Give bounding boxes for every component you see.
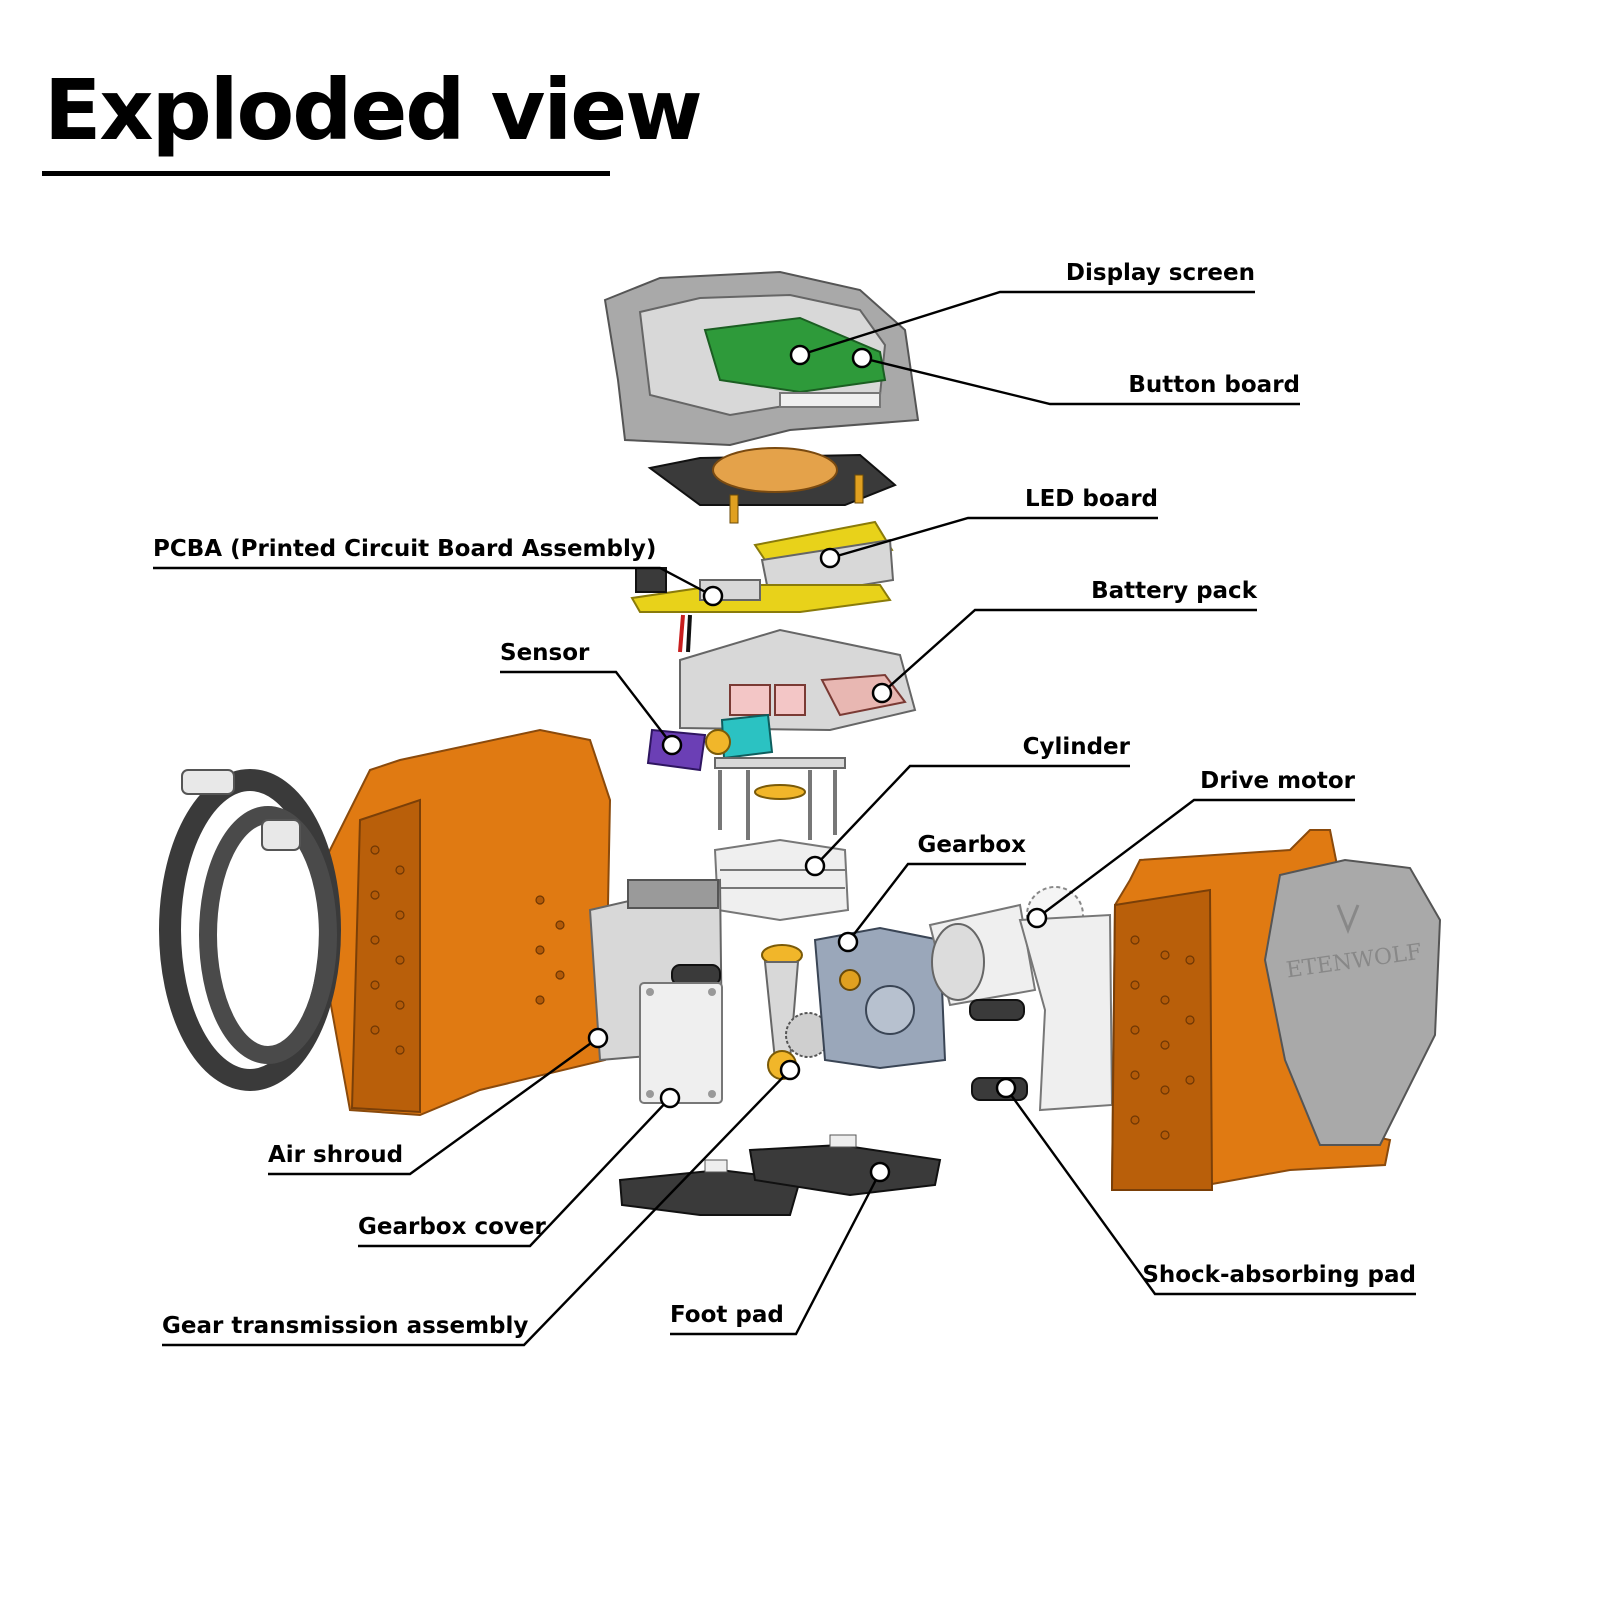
leader-battery-pack [881,608,1257,694]
callout-dot-gearbox [837,931,859,953]
callout-dot-sensor [661,734,683,756]
right-frame: ETENWOLF [1110,829,1442,1192]
part-labels: Display screen Button board LED board PC… [153,260,1416,1339]
label-foot-pad: Foot pad [670,1302,784,1328]
callout-dot-shock-pad [995,1077,1017,1099]
label-pcba: PCBA (Printed Circuit Board Assembly) [153,536,656,562]
foot-pads [618,1134,942,1216]
right-frame-holes [1130,935,1195,1140]
page-title: Exploded view [44,61,703,159]
leader-gearbox [847,862,1026,943]
label-shock-pad: Shock-absorbing pad [1142,1262,1416,1288]
right-shield [1263,858,1442,1146]
title-underline [42,171,610,176]
label-gear-transmission: Gear transmission assembly [162,1313,528,1339]
label-gearbox: Gearbox [918,832,1027,858]
leader-foot-pad [670,1171,882,1336]
leader-pcba [153,566,714,598]
callout-dot-button-board [851,347,873,369]
leader-display-screen [799,290,1255,357]
leader-cylinder [814,764,1130,867]
callout-dot-cylinder [804,855,826,877]
leader-button-board [861,356,1300,406]
leader-drive-motor [1036,798,1355,919]
left-frame [323,728,612,1117]
label-display-screen: Display screen [1066,260,1255,286]
callout-dot-gearbox-cover [659,1087,681,1109]
pcba-part [630,567,892,653]
leader-air-shroud [268,1037,599,1176]
leader-lines [153,290,1416,1347]
sensor-part [646,713,774,772]
leader-sensor [500,670,673,746]
leader-shock-pad [1005,1087,1416,1296]
label-battery-pack: Battery pack [1091,578,1258,604]
air-hose [159,769,341,1091]
callout-dot-foot-pad [869,1161,891,1183]
label-cylinder: Cylinder [1023,734,1131,760]
label-button-board: Button board [1128,372,1300,398]
callout-dot-air-shroud [587,1027,609,1049]
callout-dots [587,344,1048,1183]
gearbox-cover-part [639,982,723,1104]
cylinder-part [713,757,850,922]
label-air-shroud: Air shroud [268,1142,403,1168]
leader-gear-transmission [162,1069,791,1347]
label-led-board: LED board [1025,486,1158,512]
callout-dot-drive-motor [1026,907,1048,929]
callout-dot-pcba [702,585,724,607]
leader-gearbox-cover [358,1097,671,1248]
callout-dot-display-screen [789,344,811,366]
battery-pack-part [679,628,917,732]
label-gearbox-cover: Gearbox cover [358,1214,546,1240]
left-frame-holes [370,845,565,1055]
display-base-plate [647,447,897,524]
callout-dot-battery-pack [871,682,893,704]
callout-dot-gear-transmission [779,1059,801,1081]
gearbox-part [813,926,947,1070]
label-sensor: Sensor [500,640,590,666]
leader-led-board [829,516,1158,560]
callout-dot-led-board [819,547,841,569]
label-drive-motor: Drive motor [1200,768,1355,794]
brand-logo-mark [1336,904,1360,935]
